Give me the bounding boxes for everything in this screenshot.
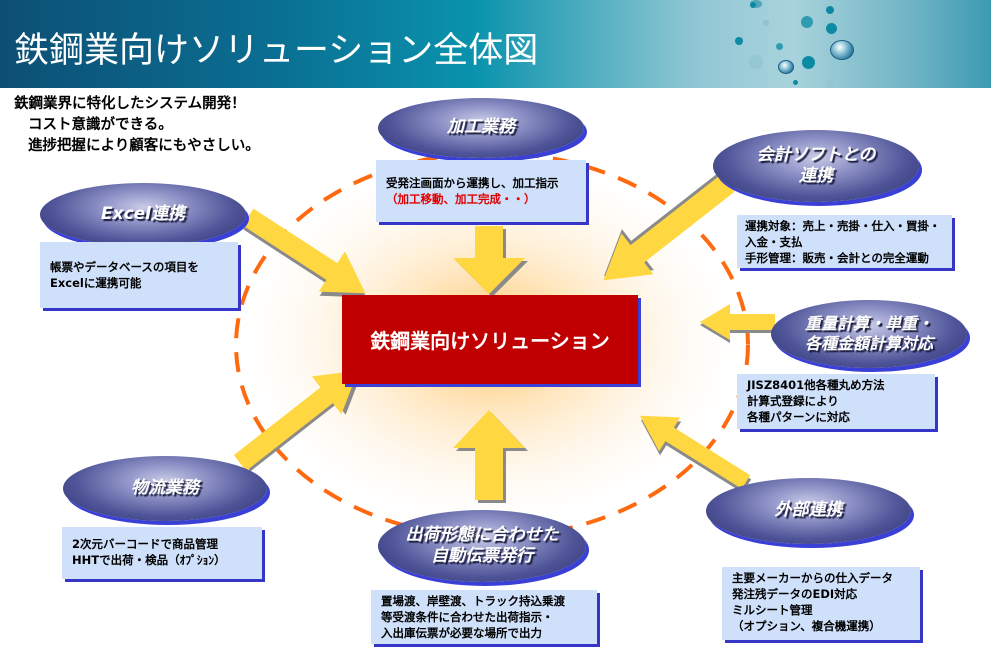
decor-bubble [735, 37, 743, 45]
oval-external: 外部連携 [706, 478, 911, 544]
decor-bubble [826, 23, 837, 34]
note-line: （オプション、複合機運携） [732, 619, 881, 633]
note-line: 主要メーカーからの仕入データ [732, 571, 893, 585]
intro-line: 進捗把握により顧客にもやさしい。 [28, 138, 260, 154]
decor-bubble [749, 55, 763, 69]
oval-weight: 重量計算・単重・ 各種金額計算対応 [771, 300, 967, 368]
note-excel: 帳票やデータベースの項目を Excelに運携可能 [40, 242, 238, 308]
decor-bubble [826, 80, 834, 88]
oval-processing: 加工業務 [378, 98, 584, 158]
decor-bubble [763, 20, 769, 26]
note-line: 入金・支払 [745, 235, 803, 249]
note-line: 帳票やデータベースの項目を [50, 260, 199, 274]
note-line: 置場渡、岸壁渡、トラック持込乗渡 [381, 594, 565, 608]
arrow-from-weight [700, 304, 775, 343]
note-line: 受発注画面から運携し、加工指示 [386, 176, 559, 190]
note-external: 主要メーカーからの仕入データ 発注残データのEDI対応 ミルシート管理 （オプシ… [722, 567, 920, 640]
decor-bubble [801, 16, 813, 28]
decor-bubble [826, 6, 834, 14]
arrow-from-external [639, 415, 752, 493]
note-line: 入出庫伝票が必要な場所で出力 [381, 626, 542, 640]
oval-weight-title: 各種金額計算対応 [804, 334, 933, 353]
oval-accounting: 会計ソフトとの 連携 [713, 130, 919, 202]
oval-weight-title: 重量計算・単重・ [804, 314, 933, 333]
oval-shipping-title: 自動伝票発行 [431, 546, 533, 566]
oval-accounting-title: 連携 [799, 166, 833, 186]
note-processing: 受発注画面から運携し、加工指示 （加工移動、加工完成・・） [376, 160, 586, 222]
arrow-from-processing [453, 226, 528, 297]
intro-text: 鉄鋼業界に特化したシステム開発！ コスト意識ができる。 進捗把握により顧客にもや… [14, 94, 260, 157]
header-banner: 鉄鋼業向けソリューション全体図 [0, 0, 991, 88]
note-line: 発注残データのEDI対応 [732, 587, 858, 601]
oval-processing-title: 加工業務 [447, 117, 515, 138]
oval-accounting-title: 会計ソフトとの [756, 144, 876, 165]
decor-bubble [802, 56, 815, 69]
oval-logistics-title: 物流業務 [131, 477, 199, 498]
note-logistics: 2次元バーコードで商品管理 HHTで出荷・検品（ｵﾌﾟｼｮﾝ） [62, 527, 262, 579]
note-line-red: （加工移動、加工完成・・） [386, 192, 536, 206]
oval-shipping-title: 出荷形態に合わせた [405, 524, 559, 545]
arrow-from-logistics [233, 370, 363, 472]
note-shipping: 置場渡、岸壁渡、トラック持込乗渡 等受渡条件に合わせた出荷指示・ 入出庫伝票が必… [371, 590, 597, 644]
note-line: ミルシート管理 [732, 603, 813, 617]
arrow-from-accounting [603, 170, 736, 281]
note-line: 計算式登録により [747, 394, 839, 408]
note-line: Excelに運携可能 [50, 276, 142, 290]
center-solution-box: 鉄鋼業向けソリューション [342, 295, 638, 384]
arrow-from-excel [242, 208, 367, 298]
decor-bubble [793, 80, 798, 85]
decor-bubble [845, 21, 850, 26]
note-line: 手形管理：販売・会計との完全運動 [745, 251, 929, 265]
arrow-from-shipping [453, 410, 528, 503]
intro-line: コスト意識ができる。 [28, 117, 173, 133]
oval-shipping: 出荷形態に合わせた 自動伝票発行 [378, 510, 586, 582]
note-weight: JISZ8401他各種丸め方法 計算式登録により 各種パターンに対応 [737, 374, 935, 429]
water-drop [830, 40, 854, 60]
note-line: 等受渡条件に合わせた出荷指示・ [381, 610, 554, 624]
note-line: JISZ8401他各種丸め方法 [747, 378, 885, 392]
decor-bubble [776, 43, 783, 50]
note-line: 2次元バーコードで商品管理 [72, 537, 219, 551]
page-title: 鉄鋼業向けソリューション全体図 [14, 31, 539, 71]
water-drop [778, 60, 794, 74]
oval-excel: Excel連携 [40, 183, 246, 246]
note-line: 運携対象：売上・売掛・仕入・買掛・ [745, 219, 941, 233]
note-line: HHTで出荷・検品（ｵﾌﾟｼｮﾝ） [72, 553, 226, 567]
oval-external-title: 外部連携 [774, 500, 843, 521]
note-accounting: 運携対象：売上・売掛・仕入・買掛・ 入金・支払 手形管理：販売・会計との完全運動 [737, 215, 952, 268]
oval-logistics: 物流業務 [63, 456, 267, 521]
decor-bubble [750, 2, 756, 8]
oval-excel-title: Excel連携 [100, 203, 185, 224]
intro-line: 鉄鋼業界に特化したシステム開発！ [14, 96, 246, 112]
decor-bubble [750, 0, 762, 8]
note-line: 各種パターンに対応 [747, 410, 850, 424]
